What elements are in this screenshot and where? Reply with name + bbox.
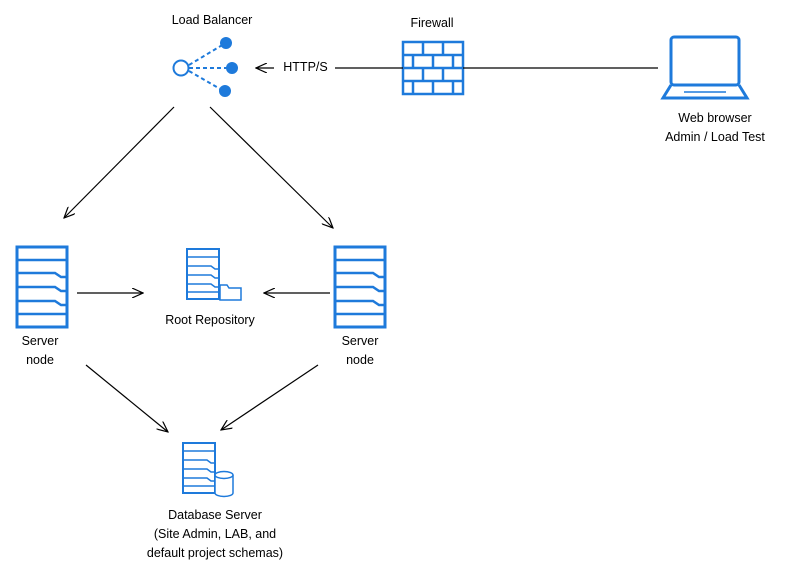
http-label: HTTP/S xyxy=(283,60,328,74)
database-server-label-line2: (Site Admin, LAB, and xyxy=(153,527,277,541)
load-balancer-label: Load Balancer xyxy=(171,13,253,27)
server-left-label: Server node xyxy=(10,332,70,370)
server-right-label: Server node xyxy=(330,332,390,370)
server-left-label-line2: node xyxy=(26,353,54,367)
server-left-label-line1: Server xyxy=(21,334,59,348)
root-repository-label: Root Repository xyxy=(165,313,255,327)
server-rack-icon xyxy=(15,245,69,329)
database-server-label: Database Server (Site Admin, LAB, and de… xyxy=(110,506,320,563)
firewall-label: Firewall xyxy=(410,16,454,30)
database-server-label-line1: Database Server xyxy=(168,508,262,522)
server-database-icon xyxy=(182,442,234,498)
web-browser-label-line2: Admin / Load Test xyxy=(665,130,765,144)
connectors xyxy=(64,68,658,432)
server-folder-icon xyxy=(186,248,242,301)
right-server-to-db-arrow xyxy=(221,364,319,430)
web-browser-label-line1: Web browser xyxy=(678,111,752,125)
left-server-to-db-arrow xyxy=(85,364,168,432)
database-server-label-line3: default project schemas) xyxy=(146,546,284,560)
brick-wall-icon xyxy=(401,40,465,96)
lb-to-right-server-arrow xyxy=(209,106,333,228)
load-balancer-icon xyxy=(172,37,238,97)
server-right-label-line1: Server xyxy=(341,334,379,348)
server-right-label-line2: node xyxy=(346,353,374,367)
web-browser-label: Web browser Admin / Load Test xyxy=(640,109,790,147)
laptop-icon xyxy=(660,35,750,100)
lb-to-left-server-arrow xyxy=(64,106,175,218)
server-rack-icon xyxy=(333,245,387,329)
